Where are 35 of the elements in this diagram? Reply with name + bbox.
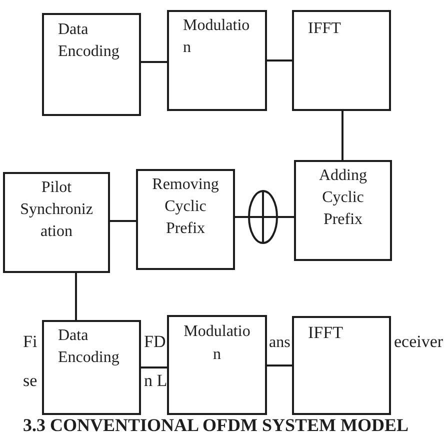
caption-fragment: n L	[144, 371, 168, 391]
process-box	[294, 160, 392, 261]
block-label: Modulation	[182, 322, 252, 365]
connector-line	[267, 364, 292, 366]
block-label: Data Encoding	[58, 326, 120, 368]
process-box	[167, 10, 267, 111]
crossed-ellipse-symbol	[248, 190, 278, 244]
connector-line	[235, 216, 248, 218]
block-label: Adding Cyclic Prefix	[318, 166, 368, 230]
connector-line	[141, 366, 167, 368]
connector-line	[141, 61, 167, 63]
connector-line	[110, 220, 136, 222]
process-box	[167, 315, 267, 415]
block-label: Removing Cyclic Prefix	[151, 175, 220, 239]
block-label: IFFT	[308, 322, 344, 344]
block-label: Modulation	[183, 16, 251, 58]
process-box	[136, 169, 235, 270]
process-box	[3, 172, 110, 273]
process-box	[42, 320, 141, 415]
section-heading: 3.3 CONVENTIONAL OFDM SYSTEM MODEL	[23, 417, 409, 433]
caption-fragment: eceiver	[394, 332, 444, 352]
caption-fragment: Fi	[23, 332, 38, 352]
connector-line	[75, 273, 77, 320]
connector-line	[278, 216, 294, 218]
caption-fragment: se	[23, 371, 38, 391]
connector-line	[342, 111, 344, 160]
block-label: Data Encoding	[58, 20, 120, 62]
process-box	[292, 10, 391, 111]
caption-fragment: FD	[144, 332, 166, 352]
connector-line	[267, 60, 292, 62]
block-label: IFFT	[308, 19, 342, 39]
caption-fragment: ans	[269, 333, 290, 353]
process-box	[42, 13, 141, 116]
process-box	[292, 316, 391, 415]
block-label: Pilot Synchronization	[19, 178, 94, 242]
